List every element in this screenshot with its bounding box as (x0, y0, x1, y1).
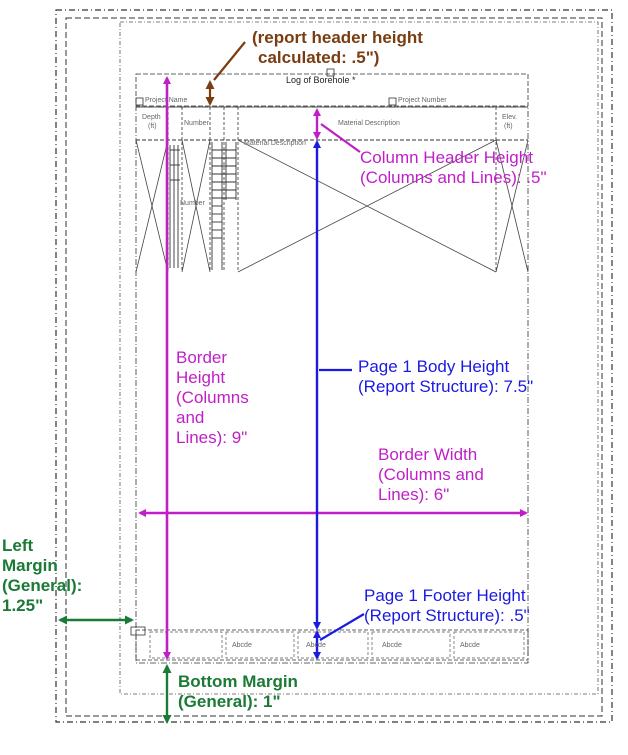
project-name-label: Project Name (145, 97, 188, 104)
footer-logo-marker (130, 626, 146, 636)
body-height-annotation: Page 1 Body Height (Report Structure): 7… (358, 357, 534, 396)
col2-cross-b (181, 139, 211, 273)
footer-height-annotation: Page 1 Footer Height (Report Structure):… (364, 586, 530, 625)
project-number-label: Project Number (398, 97, 447, 104)
footer-cell-5 (453, 631, 525, 659)
col1-cross-b (135, 139, 169, 273)
column-header-height-annotation: Column Header Height (Columns and Lines)… (360, 148, 547, 187)
column-number-label: Number (180, 200, 205, 207)
project-name-checkbox (135, 97, 144, 106)
footer-height-leader (319, 613, 365, 641)
footer-cell-2 (225, 631, 295, 659)
column-header-height-leader (320, 123, 361, 153)
header-field-marker (326, 68, 335, 77)
footer-text-4: Abcde (460, 642, 480, 649)
depth-header: Depth (142, 114, 161, 121)
footer-text-2: Abcde (306, 642, 326, 649)
footer-text-1: Abcde (232, 642, 252, 649)
number-header: Number (184, 120, 209, 127)
margin-border (119, 21, 599, 695)
outer-page-border (55, 9, 613, 723)
footer-band (135, 629, 529, 661)
bottom-margin-annotation: Bottom Margin (General): 1" (178, 672, 298, 711)
col-main-cross-b (237, 139, 497, 273)
report-header-height-annotation: (report header height calculated: .5") (252, 28, 423, 67)
material-description-header: Material Description (338, 120, 400, 127)
depth-unit: (ft) (148, 123, 157, 130)
footer-text-3: Abcde (382, 642, 402, 649)
col-elev-cross-b (495, 139, 529, 273)
elevation-header: Elev. (502, 114, 518, 121)
sample-column-ladder (211, 142, 237, 270)
report-header-box (135, 73, 529, 107)
inner-page-border (65, 17, 603, 717)
left-margin-annotation: Left Margin (General): 1.25" (2, 536, 83, 615)
graphic-column-hatch (169, 145, 180, 268)
project-number-checkbox (388, 97, 397, 106)
footer-cell-1 (149, 631, 223, 659)
report-title: Log of Borehole * (286, 75, 356, 85)
border-height-annotation: Border Height (Columns and Lines): 9" (176, 348, 249, 447)
border-width-annotation: Border Width (Columns and Lines): 6" (378, 445, 484, 504)
material-description-row: Material Description (244, 140, 306, 147)
footer-cell-4 (371, 631, 451, 659)
elevation-unit: (ft) (504, 123, 513, 130)
report-header-height-leader (213, 41, 246, 81)
